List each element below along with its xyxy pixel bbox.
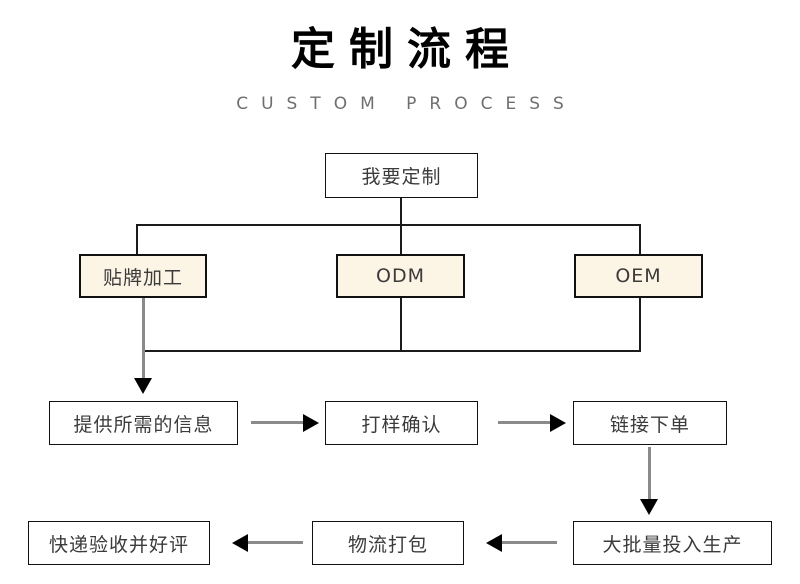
connector-arrow-to-step1-head <box>134 378 152 394</box>
arrow-step1-to-step2-shaft <box>251 421 307 424</box>
connector-branch-down-mid <box>400 224 402 255</box>
connector-branch-bus <box>136 224 641 226</box>
arrow-step4-to-step5-shaft <box>500 541 557 544</box>
node-branch-oem-processing[interactable]: 贴牌加工 <box>79 254 207 298</box>
node-step-receive-review[interactable]: 快递验收并好评 <box>28 521 210 565</box>
connector-branch-down-right <box>639 224 641 255</box>
arrow-step5-to-step6-head <box>232 534 248 552</box>
arrow-step3-to-step4-shaft <box>648 447 651 503</box>
arrow-step4-to-step5-head <box>486 534 502 552</box>
connector-branch-down-left <box>136 224 138 255</box>
node-start[interactable]: 我要定制 <box>325 153 478 198</box>
node-step-logistics-packing[interactable]: 物流打包 <box>312 521 464 565</box>
connector-merge-bus <box>143 350 641 352</box>
arrow-step1-to-step2-head <box>303 414 319 432</box>
connector-merge-down-right <box>639 298 641 352</box>
node-step-mass-production[interactable]: 大批量投入生产 <box>573 521 772 565</box>
node-step-sample-confirm[interactable]: 打样确认 <box>325 401 478 445</box>
connector-merge-down-mid <box>400 298 402 352</box>
arrow-step2-to-step3-head <box>550 414 566 432</box>
node-step-place-order[interactable]: 链接下单 <box>573 401 727 445</box>
connector-start-down <box>400 198 402 225</box>
page-subtitle: CUSTOM PROCESS <box>236 94 577 114</box>
node-branch-odm[interactable]: ODM <box>336 254 465 298</box>
page-title: 定制流程 <box>291 24 523 75</box>
connector-arrow-to-step1-shaft <box>142 298 145 380</box>
arrow-step3-to-step4-head <box>640 499 658 515</box>
node-step-provide-info[interactable]: 提供所需的信息 <box>49 401 238 445</box>
arrow-step5-to-step6-shaft <box>246 541 303 544</box>
node-branch-oem[interactable]: OEM <box>574 254 703 298</box>
arrow-step2-to-step3-shaft <box>498 421 554 424</box>
